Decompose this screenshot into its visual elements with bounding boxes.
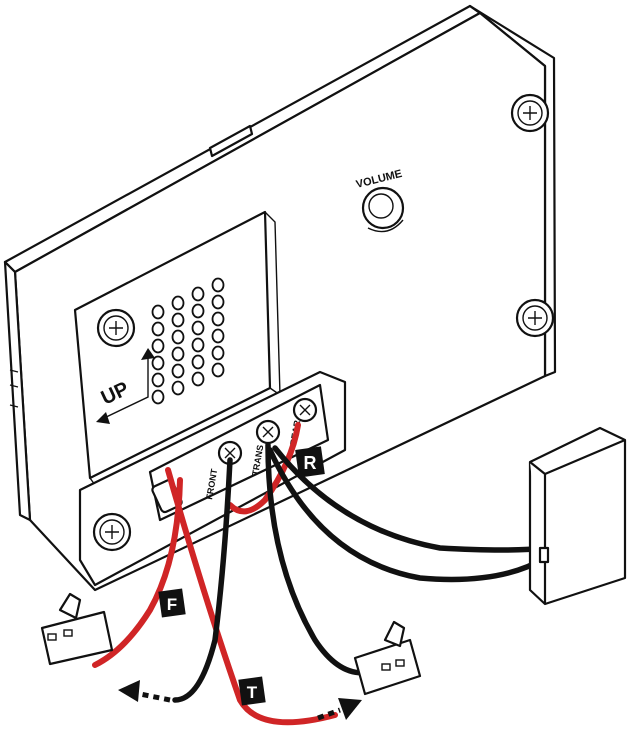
junction-box [528,426,627,606]
grille-hole [171,312,185,328]
tag-trans: T [238,676,266,706]
screw-bottom-left [92,512,132,552]
grille-hole [151,338,165,354]
grille-hole [171,380,185,396]
common-wire-front [172,457,233,703]
grille-hole [191,286,205,302]
screw-top-right [510,93,550,133]
svg-text:F: F [167,595,177,614]
grille-hole [151,304,165,320]
svg-text:T: T [247,683,258,702]
speaker-grille [151,277,225,405]
common-wire-trans [265,442,373,676]
grille-hole [151,389,165,405]
grille-hole [211,328,225,344]
grille-hole [211,311,225,327]
grille-hole [211,362,225,378]
grille-hole [151,321,165,337]
arrow-to-left-connector-icon [118,680,171,703]
arrow-to-right-connector-icon [317,698,362,721]
grille-hole [151,372,165,388]
tag-front: F [158,588,186,618]
grille-hole [151,355,165,371]
wires [92,422,548,726]
up-arrow-icon [96,348,155,424]
module-wire-2 [272,445,548,553]
module-wire-1 [267,447,548,583]
grille-hole [191,320,205,336]
svg-text:R: R [304,453,317,473]
terminal-screw-rear [292,397,318,423]
grille-hole [171,329,185,345]
grille-hole [191,337,205,353]
volume-knob [361,186,405,233]
terminal-screw-trans [255,419,281,445]
screw-panel [96,308,136,348]
screw-mid-right [515,298,555,338]
grille-hole [211,345,225,361]
left-wire-connector [40,592,114,666]
grille-hole [171,363,185,379]
trans-wire [165,467,338,726]
speaker-panel [73,210,281,493]
right-wire-connector [353,620,422,696]
grille-hole [191,303,205,319]
grille-hole [211,294,225,310]
grille-hole [211,277,225,293]
grille-hole [191,354,205,370]
grille-hole [171,346,185,362]
front-wire [92,477,183,668]
grille-hole [171,295,185,311]
grille-hole [191,371,205,387]
rear-wire [227,422,301,515]
tag-rear: R [295,446,325,478]
